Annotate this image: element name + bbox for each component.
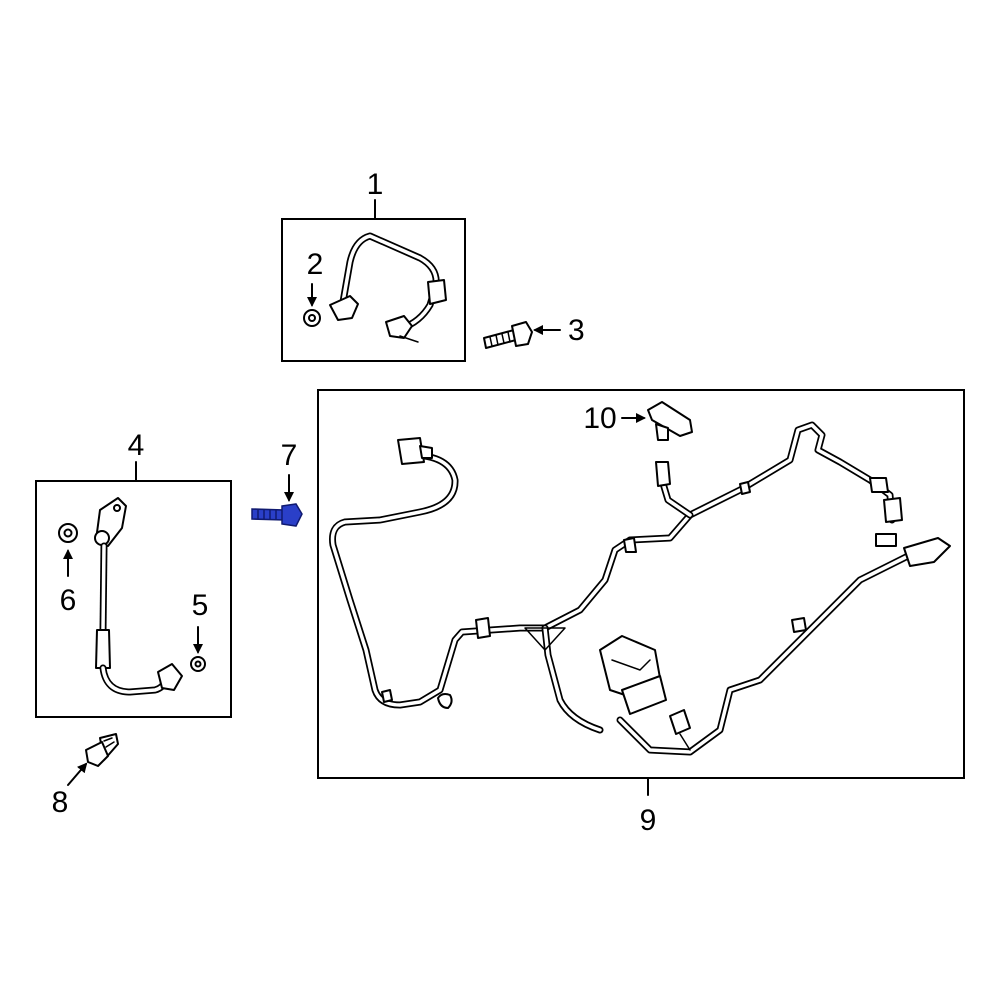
washer-part-5[interactable] xyxy=(190,656,206,672)
washer-part-2[interactable] xyxy=(303,309,321,327)
group-9-box[interactable]: 9 xyxy=(317,389,965,837)
bolt-part-8[interactable]: 8 xyxy=(52,733,119,819)
callout-9[interactable]: 9 xyxy=(640,804,657,837)
group-4-box[interactable]: 4 6 5 xyxy=(35,429,232,718)
group-1-box[interactable]: 1 2 xyxy=(281,168,466,362)
callout-10[interactable]: 10 xyxy=(583,402,616,435)
part-10[interactable]: 10 xyxy=(583,401,693,441)
callout-2[interactable]: 2 xyxy=(307,248,324,281)
wheel-speed-sensor[interactable] xyxy=(94,497,183,696)
callout-4[interactable]: 4 xyxy=(128,429,145,462)
main-wiring-harness[interactable] xyxy=(329,421,951,756)
callout-1[interactable]: 1 xyxy=(367,168,384,201)
callout-8[interactable]: 8 xyxy=(52,786,69,819)
callout-3[interactable]: 3 xyxy=(568,314,585,347)
upper-sensor-harness[interactable] xyxy=(329,232,447,343)
callout-6[interactable]: 6 xyxy=(60,584,77,617)
connector-part-10[interactable] xyxy=(647,401,693,441)
washer-part-6[interactable] xyxy=(58,523,78,543)
callout-5[interactable]: 5 xyxy=(192,589,209,622)
callout-7[interactable]: 7 xyxy=(281,439,298,472)
bolt-part-7-highlighted[interactable]: 7 xyxy=(251,439,303,527)
bolt-part-3[interactable]: 3 xyxy=(483,314,585,349)
